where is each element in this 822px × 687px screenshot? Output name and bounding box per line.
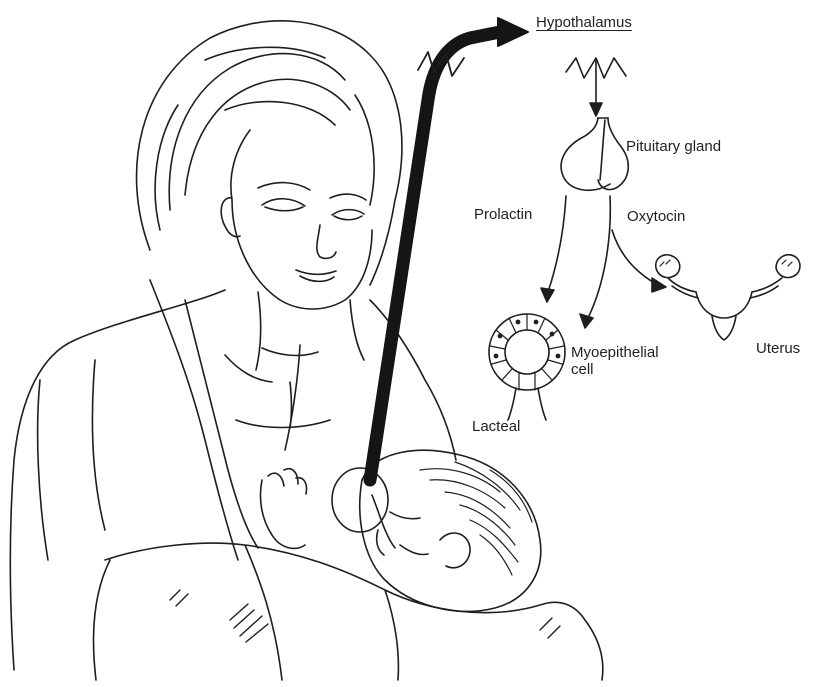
blanket: [94, 543, 603, 680]
oxytocin-to-uterus-arrow: [612, 230, 656, 284]
hypothalamus-arrowhead: [590, 103, 602, 116]
baby-ear: [440, 533, 470, 568]
signal-arrowhead: [498, 18, 528, 46]
baby-hair: [420, 462, 532, 575]
signal-shaft: [370, 32, 500, 480]
mother-brows: [258, 183, 366, 200]
oxytocin-to-cell-arrow: [588, 196, 610, 318]
mother-face: [232, 200, 372, 309]
pituitary-gland-icon: [561, 118, 628, 190]
baby-figure: [94, 450, 603, 680]
hypothalamus-label: Hypothalamus: [536, 14, 632, 31]
myoepithelial-cell-label: Myoepithelial cell: [571, 344, 691, 379]
baby-hand: [260, 469, 306, 549]
uterus-icon: [656, 255, 800, 340]
prolactin-arrowhead: [541, 288, 554, 302]
baby-head: [360, 450, 541, 611]
mother-nose: [317, 225, 336, 258]
pituitary-gland-label: Pituitary gland: [626, 138, 721, 155]
uterus-label: Uterus: [756, 340, 800, 357]
mother-hair: [137, 21, 402, 285]
mother-neck: [256, 292, 364, 370]
myoepithelial-label-line2: cell: [571, 361, 594, 378]
mother-right-eye: [332, 210, 364, 220]
hypothalamus-signal: [566, 58, 626, 116]
lacteal-label: Lacteal: [472, 418, 520, 435]
prolactin-label: Prolactin: [474, 206, 532, 223]
oxytocin-uterus-arrowhead: [652, 278, 666, 292]
mother-mouth: [296, 270, 336, 281]
oxytocin-cell-arrowhead: [580, 314, 593, 328]
mother-ear: [221, 198, 240, 237]
mother-left-eye: [262, 199, 305, 211]
oxytocin-label: Oxytocin: [627, 208, 685, 225]
myoepithelial-label-line1: Myoepithelial: [571, 344, 659, 361]
mother-chest: [236, 382, 330, 428]
neural-signal-arrow: [370, 18, 528, 480]
baby-face: [372, 495, 428, 555]
blanket-hatching: [170, 590, 560, 642]
prolactin-arrow: [548, 196, 566, 292]
alveolus-icon: [489, 314, 565, 420]
